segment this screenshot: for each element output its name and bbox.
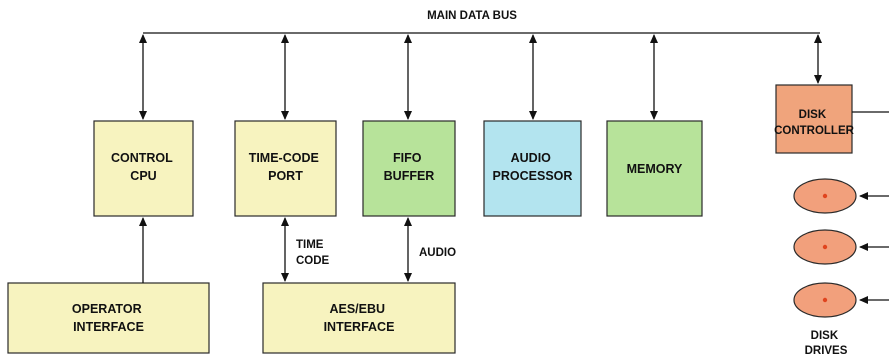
operator-interface-line-2: INTERFACE: [73, 320, 144, 334]
operator-interface-line-1: OPERATOR: [72, 302, 142, 316]
audio-processor-box: [483, 120, 582, 217]
memory-box: [606, 120, 703, 217]
time-code-label: TIME CODE: [296, 239, 330, 267]
aes-ebu-line-1: AES/EBU: [329, 302, 385, 316]
svg-text:DISK CONTROLLER: DISK CONTROLLER: [774, 109, 855, 137]
time-code-label-line-1: TIME: [296, 239, 324, 251]
disk-controller-line-1: DISK: [799, 109, 827, 121]
disk-drives-label: DISK DRIVES: [805, 330, 848, 357]
fifo-buffer-box: [362, 120, 456, 217]
fifo-buffer-line-1: FIFO: [393, 151, 422, 165]
audio-processor-line-1: AUDIO: [511, 151, 552, 165]
operator-interface-block: OPERATOR INTERFACE: [7, 282, 210, 354]
control-cpu-block: CONTROL CPU: [93, 120, 194, 217]
disk-drive-2-spindle: [822, 244, 828, 250]
aes-ebu-interface-box: [262, 282, 456, 354]
timecode-port-block: TIME-CODE PORT: [234, 120, 337, 217]
memory-block: MEMORY: [606, 120, 703, 217]
disk-drive-2: [793, 229, 889, 265]
disk-controller-line-2: CONTROLLER: [774, 125, 855, 137]
disk-drives-label-line-2: DRIVES: [805, 345, 848, 357]
bus-label: MAIN DATA BUS: [427, 10, 517, 22]
time-code-label-line-2: CODE: [296, 255, 330, 267]
disk-drive-3-spindle: [822, 297, 828, 303]
disk-drives-label-line-1: DISK: [811, 330, 839, 342]
svg-text:FIFO BUFFER: FIFO BUFFER: [384, 151, 435, 183]
svg-text:CONTROL CPU: CONTROL CPU: [111, 151, 176, 183]
timecode-port-line-1: TIME-CODE: [249, 151, 319, 165]
control-cpu-line-1: CONTROL: [111, 151, 173, 165]
svg-text:AES/EBU INTERFACE: AES/EBU INTERFACE: [324, 302, 395, 334]
disk-drive-3: [793, 282, 889, 318]
disk-drive-1-spindle: [822, 193, 828, 199]
svg-text:OPERATOR INTERFACE: OPERATOR INTERFACE: [72, 302, 145, 334]
disk-controller-block: DISK CONTROLLER: [774, 84, 855, 154]
timecode-port-box: [234, 120, 337, 217]
fifo-buffer-line-2: BUFFER: [384, 169, 435, 183]
operator-interface-box: [7, 282, 210, 354]
svg-text:AUDIO PROCESSOR: AUDIO PROCESSOR: [493, 151, 573, 183]
audio-processor-line-2: PROCESSOR: [493, 169, 573, 183]
timecode-port-line-2: PORT: [268, 169, 303, 183]
aes-ebu-interface-block: AES/EBU INTERFACE: [262, 282, 456, 354]
audio-processor-block: AUDIO PROCESSOR: [483, 120, 582, 217]
disk-drive-1: [793, 178, 889, 214]
fifo-buffer-block: FIFO BUFFER: [362, 120, 456, 217]
memory-label: MEMORY: [627, 162, 683, 176]
control-cpu-line-2: CPU: [130, 169, 156, 183]
audio-edge-label: AUDIO: [419, 247, 456, 259]
control-cpu-box: [93, 120, 194, 217]
aes-ebu-line-2: INTERFACE: [324, 320, 395, 334]
disk-controller-box: [775, 84, 853, 154]
svg-text:TIME-CODE PORT: TIME-CODE PORT: [249, 151, 323, 183]
